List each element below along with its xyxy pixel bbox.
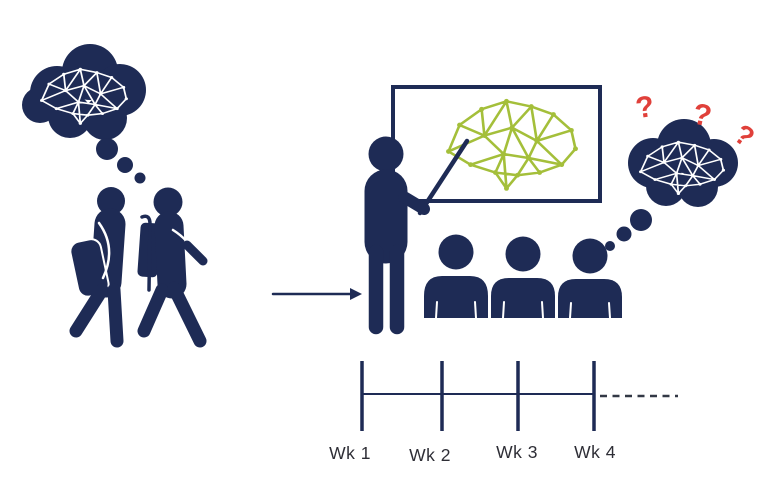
student2-head [153,187,183,217]
right-thought-bubble [605,119,738,251]
thought-cloud-icon [22,44,146,184]
student1-leg-back [69,283,109,338]
audience-member-2 [491,236,555,319]
student1-backpack-strap [97,221,111,280]
student1-leg-front [107,283,124,348]
student2-leg-back [137,283,169,338]
left-thought-bubble [22,44,146,184]
audience-member-1 [424,234,488,319]
timeline-label-wk2: Wk 2 [409,445,451,465]
timeline [360,361,678,431]
audience-group [424,234,622,319]
student2-arm [182,240,208,266]
teacher-head [368,136,404,172]
pointer-stick-icon [417,138,470,216]
timeline-label-wk1: Wk 1 [329,443,371,463]
arrow-icon [271,288,362,300]
student2-torso [154,211,187,299]
walking-students [69,187,208,348]
walking-student-1 [69,187,126,348]
teacher-figure [364,136,470,335]
teacher-arm [398,191,430,215]
walking-student-2 [135,187,208,348]
audience-member-3 [558,238,622,319]
whiteboard [391,85,602,203]
timeline-label-wk3: Wk 3 [496,442,538,462]
student2-leg-front [167,281,207,348]
timeline-label-wk4: Wk 4 [574,442,616,462]
umbrella-icon [140,214,152,292]
student1-head [97,187,125,215]
